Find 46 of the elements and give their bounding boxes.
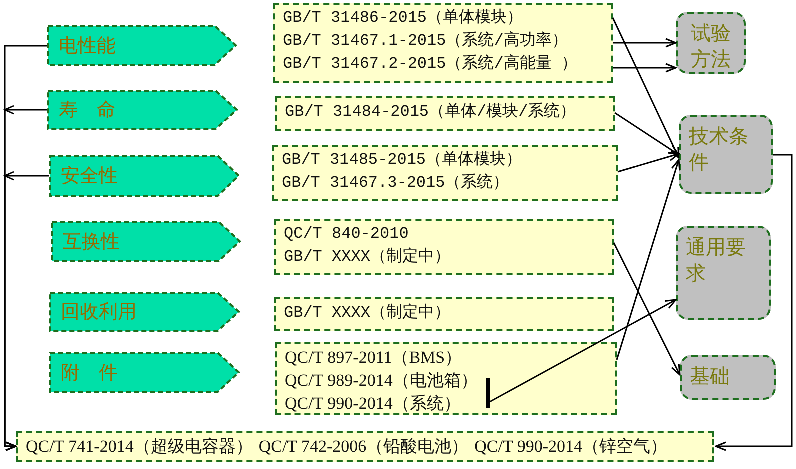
standard-code: GB/T 31484-2015（单体/模块/系统） — [285, 102, 576, 123]
rounded-box — [676, 226, 771, 320]
standards-box — [274, 219, 614, 275]
standard-code: GB/T XXXX（制定中） — [284, 246, 450, 268]
category-label: 回收利用 — [61, 300, 137, 325]
category-label: 附 件 — [61, 360, 118, 386]
rounded-box — [679, 115, 773, 194]
category-label: 技术条件 — [689, 123, 750, 175]
category-label: 通用要求 — [686, 234, 747, 286]
standards-box — [275, 96, 615, 131]
arrow — [613, 242, 681, 376]
standard-code: QC/T 897-2011（BMS） — [285, 347, 462, 369]
category-label: 互换性 — [63, 230, 120, 254]
category-label: 电性能 — [59, 34, 116, 58]
standard-code: QC/T 742-2006（铅酸电池） — [258, 436, 469, 458]
arrow — [618, 152, 680, 173]
arrow — [612, 18, 680, 159]
standard-code: QC/T 840-2010 — [284, 224, 409, 245]
standards-box — [272, 145, 618, 201]
standard-code: GB/T 31467.3-2015（系统） — [282, 172, 510, 194]
category-label: 寿 命 — [59, 98, 116, 123]
rounded-box — [680, 355, 776, 400]
standard-code: GB/T 31467.1-2015（系统/高功率） — [283, 30, 568, 52]
arrow — [614, 112, 680, 156]
standard-code: GB/T XXXX（制定中） — [284, 302, 450, 324]
standards-box — [16, 431, 714, 462]
arrow — [715, 154, 793, 452]
standard-code: QC/T 990-2014（锌空气） — [474, 436, 668, 458]
rounded-box — [676, 12, 746, 74]
category-label: 基础 — [690, 363, 730, 389]
arrow — [613, 63, 677, 73]
arrow — [613, 38, 677, 48]
standards-box — [275, 342, 617, 415]
arrow — [616, 159, 681, 360]
standards-box — [273, 3, 613, 83]
category-label: 试验方法 — [690, 20, 732, 72]
standard-code: GB/T 31486-2015（单体模块） — [283, 8, 524, 29]
standard-code: GB/T 31485-2015（单体模块） — [282, 150, 522, 171]
standard-code: GB/T 31467.2-2015（系统/高能量 ） — [283, 54, 578, 75]
standard-code: QC/T 741-2014（超级电容器） — [26, 436, 253, 458]
arrow — [3, 171, 50, 452]
standards-box — [274, 297, 614, 331]
standard-code: QC/T 989-2014（电池箱） — [285, 370, 478, 392]
standard-code: QC/T 990-2014（系统） — [285, 393, 461, 415]
category-label: 安全性 — [61, 164, 118, 189]
arrow — [490, 299, 677, 403]
